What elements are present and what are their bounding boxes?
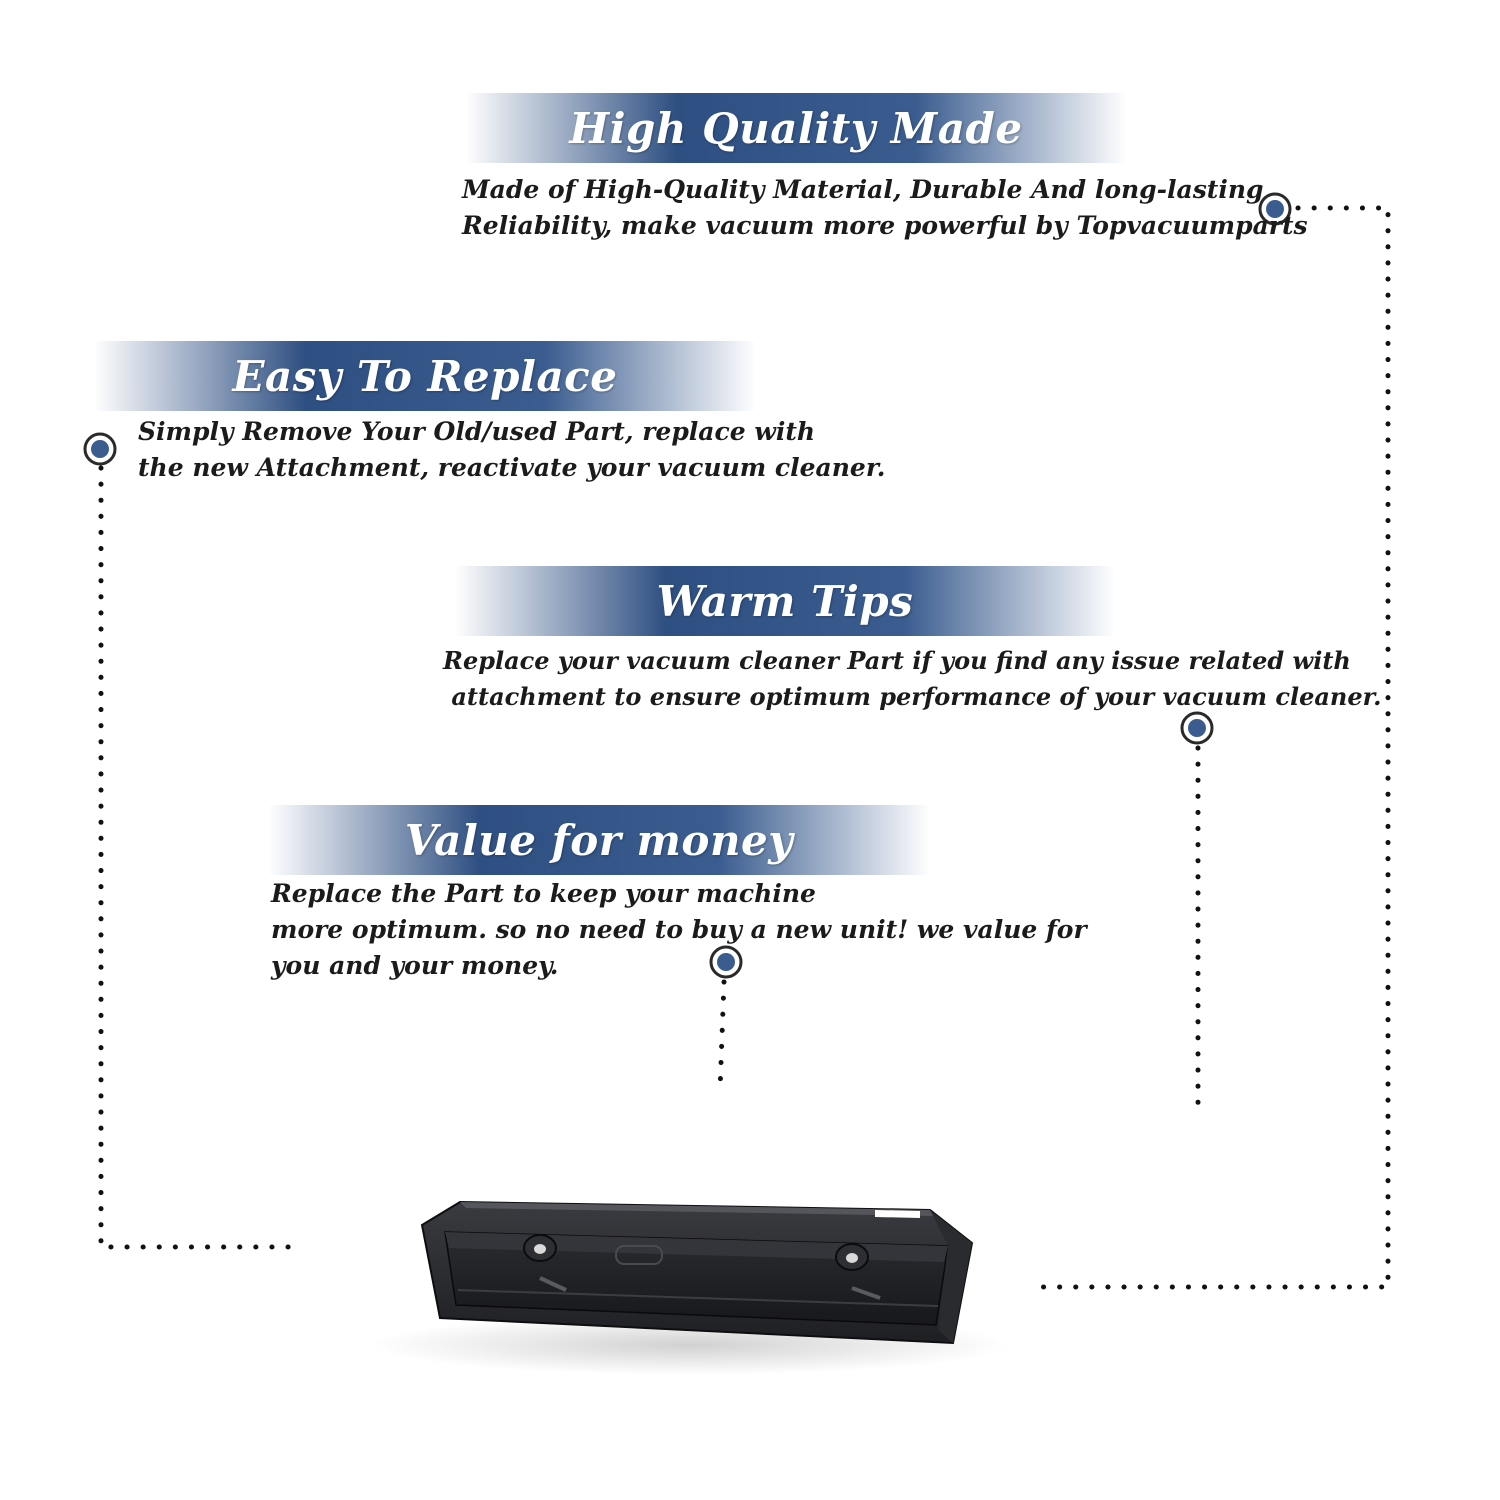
description-line: the new Attachment, reactivate your vacu… <box>138 453 886 482</box>
feature-description: Replace your vacuum cleaner Part if you … <box>443 643 1381 715</box>
description-line: more optimum. so no need to buy a new un… <box>271 915 1087 944</box>
banner-high-quality: High Quality Made <box>465 93 1127 163</box>
description-line: Simply Remove Your Old/used Part, replac… <box>138 417 816 446</box>
marker-value-money-icon <box>709 945 743 979</box>
banner-value-money: Value for money <box>268 805 930 875</box>
banner-easy-replace: Easy To Replace <box>94 341 756 411</box>
connector-easy-replace <box>98 465 299 1250</box>
description-line: Replace the Part to keep your machine <box>271 879 816 908</box>
marker-warm-tips-icon <box>1180 711 1214 745</box>
description-line: Made of High-Quality Material, Durable A… <box>462 175 1264 204</box>
description-line: you and your money. <box>271 951 559 980</box>
feature-title: High Quality Made <box>569 103 1023 153</box>
feature-title: Easy To Replace <box>232 351 618 401</box>
connector-high-quality <box>1035 205 1391 1290</box>
feature-title: Value for money <box>404 815 794 865</box>
banner-warm-tips: Warm Tips <box>455 566 1115 636</box>
connector-value-money <box>717 979 727 1093</box>
description-line: attachment to ensure optimum performance… <box>443 682 1382 711</box>
feature-title: Warm Tips <box>656 576 914 626</box>
marker-easy-replace-icon <box>83 432 117 466</box>
marker-high-quality-icon <box>1258 192 1292 226</box>
feature-description: Simply Remove Your Old/used Part, replac… <box>138 414 885 486</box>
description-line: Reliability, make vacuum more powerful b… <box>462 211 1308 240</box>
feature-description: Made of High-Quality Material, Durable A… <box>462 172 1308 244</box>
feature-description: Replace the Part to keep your machine mo… <box>271 876 1087 984</box>
description-line: Replace your vacuum cleaner Part if you … <box>443 646 1351 675</box>
